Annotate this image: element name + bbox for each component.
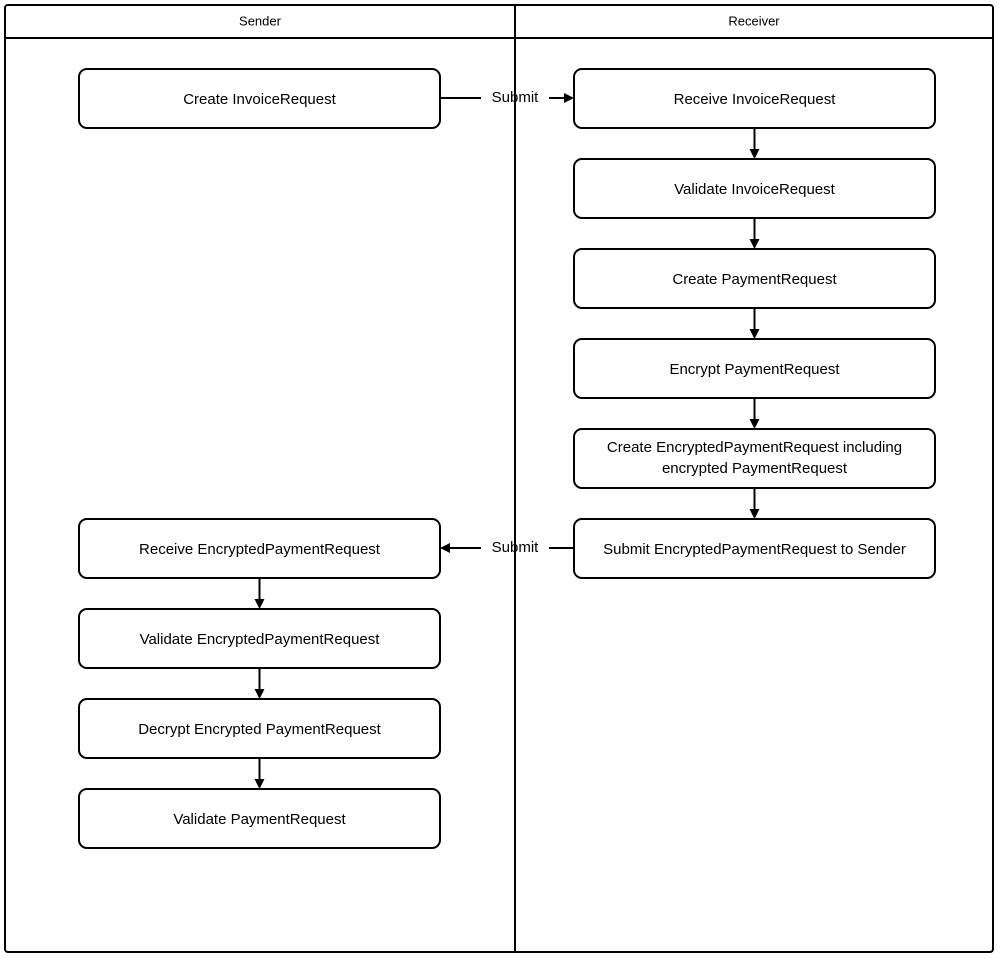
node-create-paymentrequest[interactable]: Create PaymentRequest xyxy=(573,248,936,309)
node-receive-encryptedpaymentrequest[interactable]: Receive EncryptedPaymentRequest xyxy=(78,518,441,579)
edge-n4-to-n5 xyxy=(749,308,760,339)
node-label: Receive EncryptedPaymentRequest xyxy=(139,541,381,558)
node-decrypt-encrypted-paymentrequest[interactable]: Decrypt Encrypted PaymentRequest xyxy=(78,698,441,759)
node-receive-invoicerequest[interactable]: Receive InvoiceRequest xyxy=(573,68,936,129)
arrowhead-icon xyxy=(749,509,760,519)
arrowhead-icon xyxy=(254,599,265,609)
edge-n7-to-n8: Submit xyxy=(440,539,574,556)
node-label: Create PaymentRequest xyxy=(672,271,837,288)
arrowhead-icon xyxy=(749,239,760,249)
edge-n6-to-n7 xyxy=(749,488,760,519)
node-create-encryptedpaymentrequest[interactable]: Create EncryptedPaymentRequest including… xyxy=(573,428,936,489)
edge-n3-to-n4 xyxy=(749,218,760,249)
arrowhead-icon xyxy=(254,689,265,699)
node-box[interactable] xyxy=(573,428,936,489)
node-submit-encryptedpaymentrequest-to-sender[interactable]: Submit EncryptedPaymentRequest to Sender xyxy=(573,518,936,579)
arrowhead-icon xyxy=(749,149,760,159)
arrowhead-icon xyxy=(749,419,760,429)
node-label: Receive InvoiceRequest xyxy=(674,91,837,108)
edge-n8-to-n9 xyxy=(254,578,265,609)
edge-label-submit-top: Submit xyxy=(492,89,540,106)
node-label-line2: encrypted PaymentRequest xyxy=(662,460,848,477)
node-create-invoicerequest[interactable]: Create InvoiceRequest xyxy=(78,68,441,129)
node-label: Validate PaymentRequest xyxy=(173,811,346,828)
edge-n1-to-n2: Submit xyxy=(440,89,574,106)
arrowhead-icon xyxy=(254,779,265,789)
edge-n2-to-n3 xyxy=(749,128,760,159)
node-label: Decrypt Encrypted PaymentRequest xyxy=(138,721,381,738)
edge-label-submit-bottom: Submit xyxy=(492,539,540,556)
node-label: Encrypt PaymentRequest xyxy=(669,361,840,378)
lane-title-receiver: Receiver xyxy=(728,13,780,28)
node-label: Validate EncryptedPaymentRequest xyxy=(140,631,381,648)
edge-n9-to-n10 xyxy=(254,668,265,699)
node-validate-encryptedpaymentrequest[interactable]: Validate EncryptedPaymentRequest xyxy=(78,608,441,669)
edge-n5-to-n6 xyxy=(749,398,760,429)
edge-n10-to-n11 xyxy=(254,758,265,789)
node-validate-invoicerequest[interactable]: Validate InvoiceRequest xyxy=(573,158,936,219)
arrowhead-icon xyxy=(564,93,574,103)
node-label: Submit EncryptedPaymentRequest to Sender xyxy=(603,541,906,558)
node-validate-paymentrequest[interactable]: Validate PaymentRequest xyxy=(78,788,441,849)
node-encrypt-paymentrequest[interactable]: Encrypt PaymentRequest xyxy=(573,338,936,399)
lane-title-sender: Sender xyxy=(239,13,282,28)
node-label-line1: Create EncryptedPaymentRequest including xyxy=(607,439,902,456)
node-label: Create InvoiceRequest xyxy=(183,91,336,108)
arrowhead-icon xyxy=(440,543,450,553)
arrowhead-icon xyxy=(749,329,760,339)
node-label: Validate InvoiceRequest xyxy=(674,181,835,198)
